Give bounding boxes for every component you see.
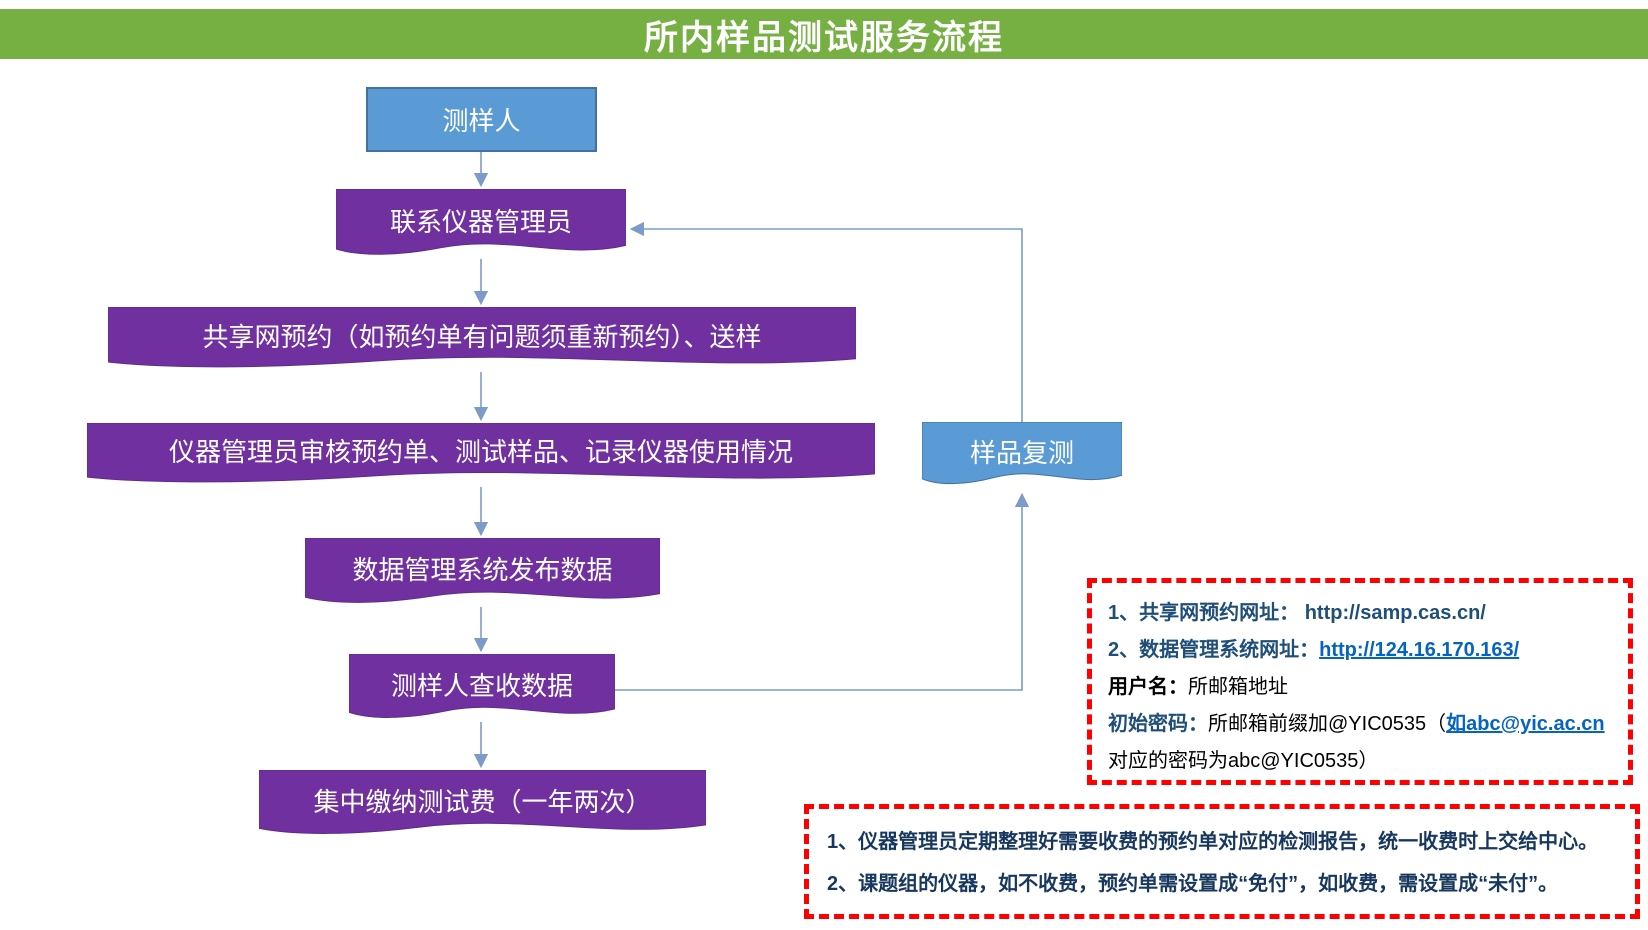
document-shape bbox=[259, 770, 706, 840]
data-system-link[interactable]: http://124.16.170.163/ bbox=[1319, 639, 1520, 661]
note-account-info: 1、共享网预约网址： http://samp.cas.cn/ 2、数据管理系统网… bbox=[1087, 578, 1633, 785]
flow-node-pay: 集中缴纳测试费（一年两次） bbox=[259, 770, 706, 840]
document-shape bbox=[305, 538, 660, 609]
page-title: 所内样品测试服务流程 bbox=[644, 18, 1004, 57]
note-line-username: 用户名：所邮箱地址 bbox=[1108, 669, 1612, 706]
note-label: 2、数据管理系统网址： bbox=[1108, 639, 1320, 661]
note-line-password-example: 对应的密码为abc@YIC0535） bbox=[1108, 743, 1612, 780]
document-shape bbox=[87, 423, 875, 488]
flow-node-reserve: 共享网预约（如预约单有问题须重新预约）、送样 bbox=[108, 307, 856, 373]
flow-node-publish: 数据管理系统发布数据 bbox=[305, 538, 660, 609]
password-rule-text: 所邮箱前缀加@YIC0535（ bbox=[1208, 713, 1447, 735]
flow-node-retest: 样品复测 bbox=[922, 422, 1122, 490]
document-shape bbox=[922, 422, 1122, 490]
note-label: 1、共享网预约网址： bbox=[1108, 602, 1305, 624]
note-line-data-system-url: 2、数据管理系统网址：http://124.16.170.163/ bbox=[1108, 632, 1612, 669]
note-label: 用户名： bbox=[1108, 676, 1188, 698]
document-shape bbox=[336, 189, 626, 261]
flow-node-contact: 联系仪器管理员 bbox=[336, 189, 626, 261]
note-fee-line-2: 2、课题组的仪器，如不收费，预约单需设置成“免付”，如收费，需设置成“未付”。 bbox=[827, 873, 1559, 895]
flow-node-tester-label: 测样人 bbox=[442, 106, 521, 136]
flow-node-receive-label: 测样人查收数据 bbox=[390, 670, 573, 701]
note-fee-info: 1、仪器管理员定期整理好需要收费的预约单对应的检测报告，统一收费时上交给中心。 … bbox=[804, 804, 1640, 919]
samp-url-text: http://samp.cas.cn/ bbox=[1304, 602, 1486, 624]
flow-node-review: 仪器管理员审核预约单、测试样品、记录仪器使用情况 bbox=[87, 423, 875, 488]
flow-node-tester: 测样人 bbox=[366, 87, 597, 152]
flow-node-review-label: 仪器管理员审核预约单、测试样品、记录仪器使用情况 bbox=[168, 437, 793, 467]
note-line-reserve-url: 1、共享网预约网址： http://samp.cas.cn/ bbox=[1108, 595, 1612, 632]
flow-node-pay-label: 集中缴纳测试费（一年两次） bbox=[313, 786, 652, 817]
username-value: 所邮箱地址 bbox=[1188, 676, 1288, 698]
flow-node-receive: 测样人查收数据 bbox=[349, 654, 615, 724]
note-fee-line-1: 1、仪器管理员定期整理好需要收费的预约单对应的检测报告，统一收费时上交给中心。 bbox=[827, 831, 1599, 853]
document-shape bbox=[108, 307, 856, 373]
flow-node-contact-label: 联系仪器管理员 bbox=[389, 206, 572, 237]
title-bar: 所内样品测试服务流程 bbox=[0, 9, 1648, 59]
flow-node-retest-label: 样品复测 bbox=[969, 437, 1074, 468]
flow-node-publish-label: 数据管理系统发布数据 bbox=[352, 555, 613, 585]
note-label: 初始密码： bbox=[1108, 713, 1208, 735]
note-line-password: 初始密码：所邮箱前缀加@YIC0535（如abc@yic.ac.cn bbox=[1108, 706, 1612, 743]
flow-node-reserve-label: 共享网预约（如预约单有问题须重新预约）、送样 bbox=[202, 321, 762, 352]
document-shape bbox=[349, 654, 615, 724]
example-email-link[interactable]: 如abc@yic.ac.cn bbox=[1446, 713, 1605, 735]
password-example-text: 对应的密码为abc@YIC0535） bbox=[1108, 750, 1379, 772]
